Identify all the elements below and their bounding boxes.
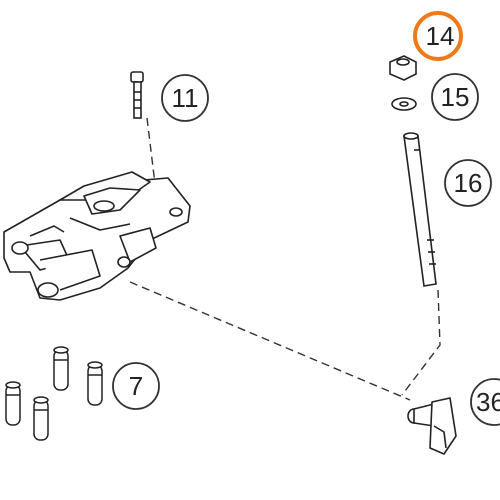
svg-text:16: 16: [454, 168, 483, 198]
svg-text:14: 14: [426, 21, 455, 51]
svg-text:36: 36: [476, 387, 500, 417]
callout-7[interactable]: 7: [112, 362, 160, 410]
callouts: 14 11 15 16 7 36: [112, 11, 500, 426]
pin-3: [5, 381, 21, 426]
sensor-part: [407, 397, 457, 455]
callout-36[interactable]: 36: [470, 378, 500, 426]
leader-line-stud-to-sensor: [401, 289, 441, 396]
leader-line-frame-to-sensor: [129, 281, 411, 401]
washer-part: [391, 97, 417, 111]
svg-text:7: 7: [129, 371, 143, 401]
bracket-frame-part: [3, 171, 191, 301]
callout-16[interactable]: 16: [444, 159, 492, 207]
nut-part: [389, 55, 417, 81]
stud-part: [403, 132, 437, 287]
pin-1: [53, 346, 69, 391]
leader-lines: [129, 117, 441, 401]
callout-14[interactable]: 14: [413, 11, 463, 61]
svg-text:11: 11: [172, 83, 199, 113]
callout-15[interactable]: 15: [431, 73, 479, 121]
pin-2: [87, 361, 103, 406]
pin-4: [33, 396, 49, 441]
svg-text:15: 15: [441, 82, 470, 112]
pin-parts: [5, 346, 103, 441]
bolt-part: [130, 71, 144, 119]
callout-11[interactable]: 11: [161, 74, 209, 122]
